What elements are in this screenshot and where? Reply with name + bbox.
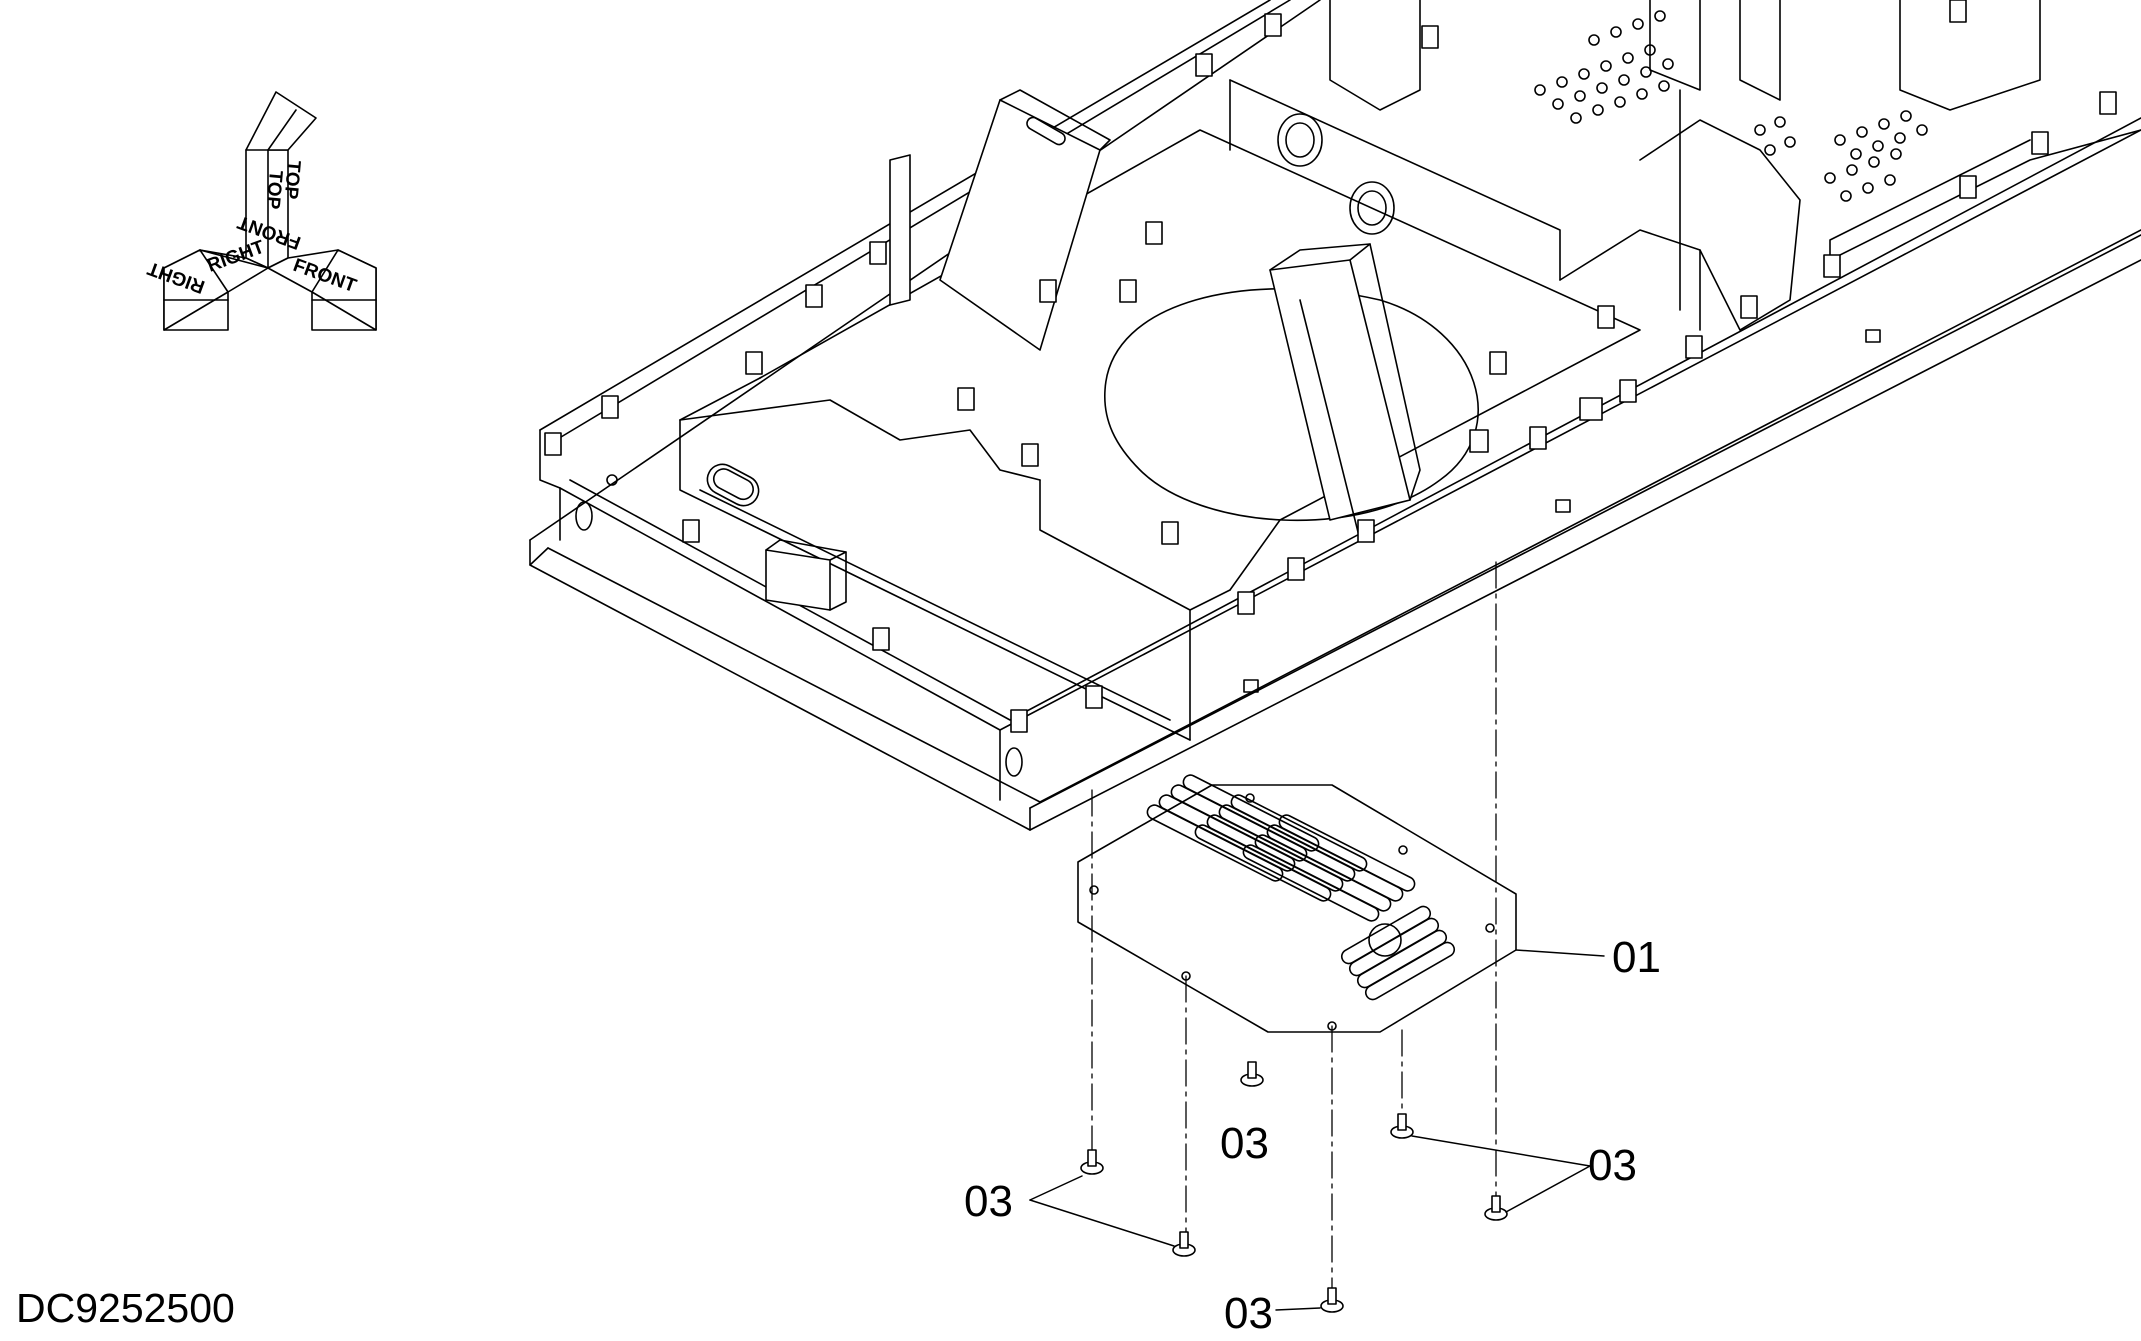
frame-assembly	[529, 0, 2141, 831]
cover-plate	[1077, 774, 1517, 1033]
screw-icon	[1240, 1061, 1264, 1087]
perforated-plate	[1534, 10, 1928, 202]
top-label-secondary: TOP	[280, 160, 304, 201]
screw-icon	[1320, 1287, 1344, 1313]
assembly-lines	[1091, 561, 1497, 1289]
callout-03-bottom: 03	[1224, 1289, 1273, 1338]
screw-icon	[1390, 1113, 1414, 1139]
drawing-code: DC9252500	[16, 1285, 235, 1331]
screws	[1080, 1061, 1508, 1313]
callout-03-right: 03	[1588, 1141, 1637, 1190]
screw-icon	[1080, 1149, 1104, 1175]
vent-slots	[1146, 774, 1456, 1001]
rim-nut	[1555, 499, 1571, 513]
top-arrow-icon	[245, 91, 317, 269]
orientation-triad: TOP TOP RIGHT RIGHT FRONT FRONT	[145, 91, 377, 331]
edge-clip	[544, 0, 2117, 733]
top-label: TOP	[262, 170, 286, 211]
callout-01: 01	[1612, 933, 1661, 982]
cover-hole	[1368, 923, 1402, 957]
front-arrow-icon	[267, 249, 377, 331]
screw-icon	[1484, 1195, 1508, 1221]
right-arrow-icon	[163, 249, 269, 331]
rim-nut	[1865, 329, 1881, 343]
leader-lines	[1029, 949, 1605, 1311]
screw-icon	[1172, 1231, 1196, 1257]
callout-03-center: 03	[1220, 1119, 1269, 1168]
callout-03-left: 03	[964, 1177, 1013, 1226]
rim-nut	[1243, 679, 1259, 693]
